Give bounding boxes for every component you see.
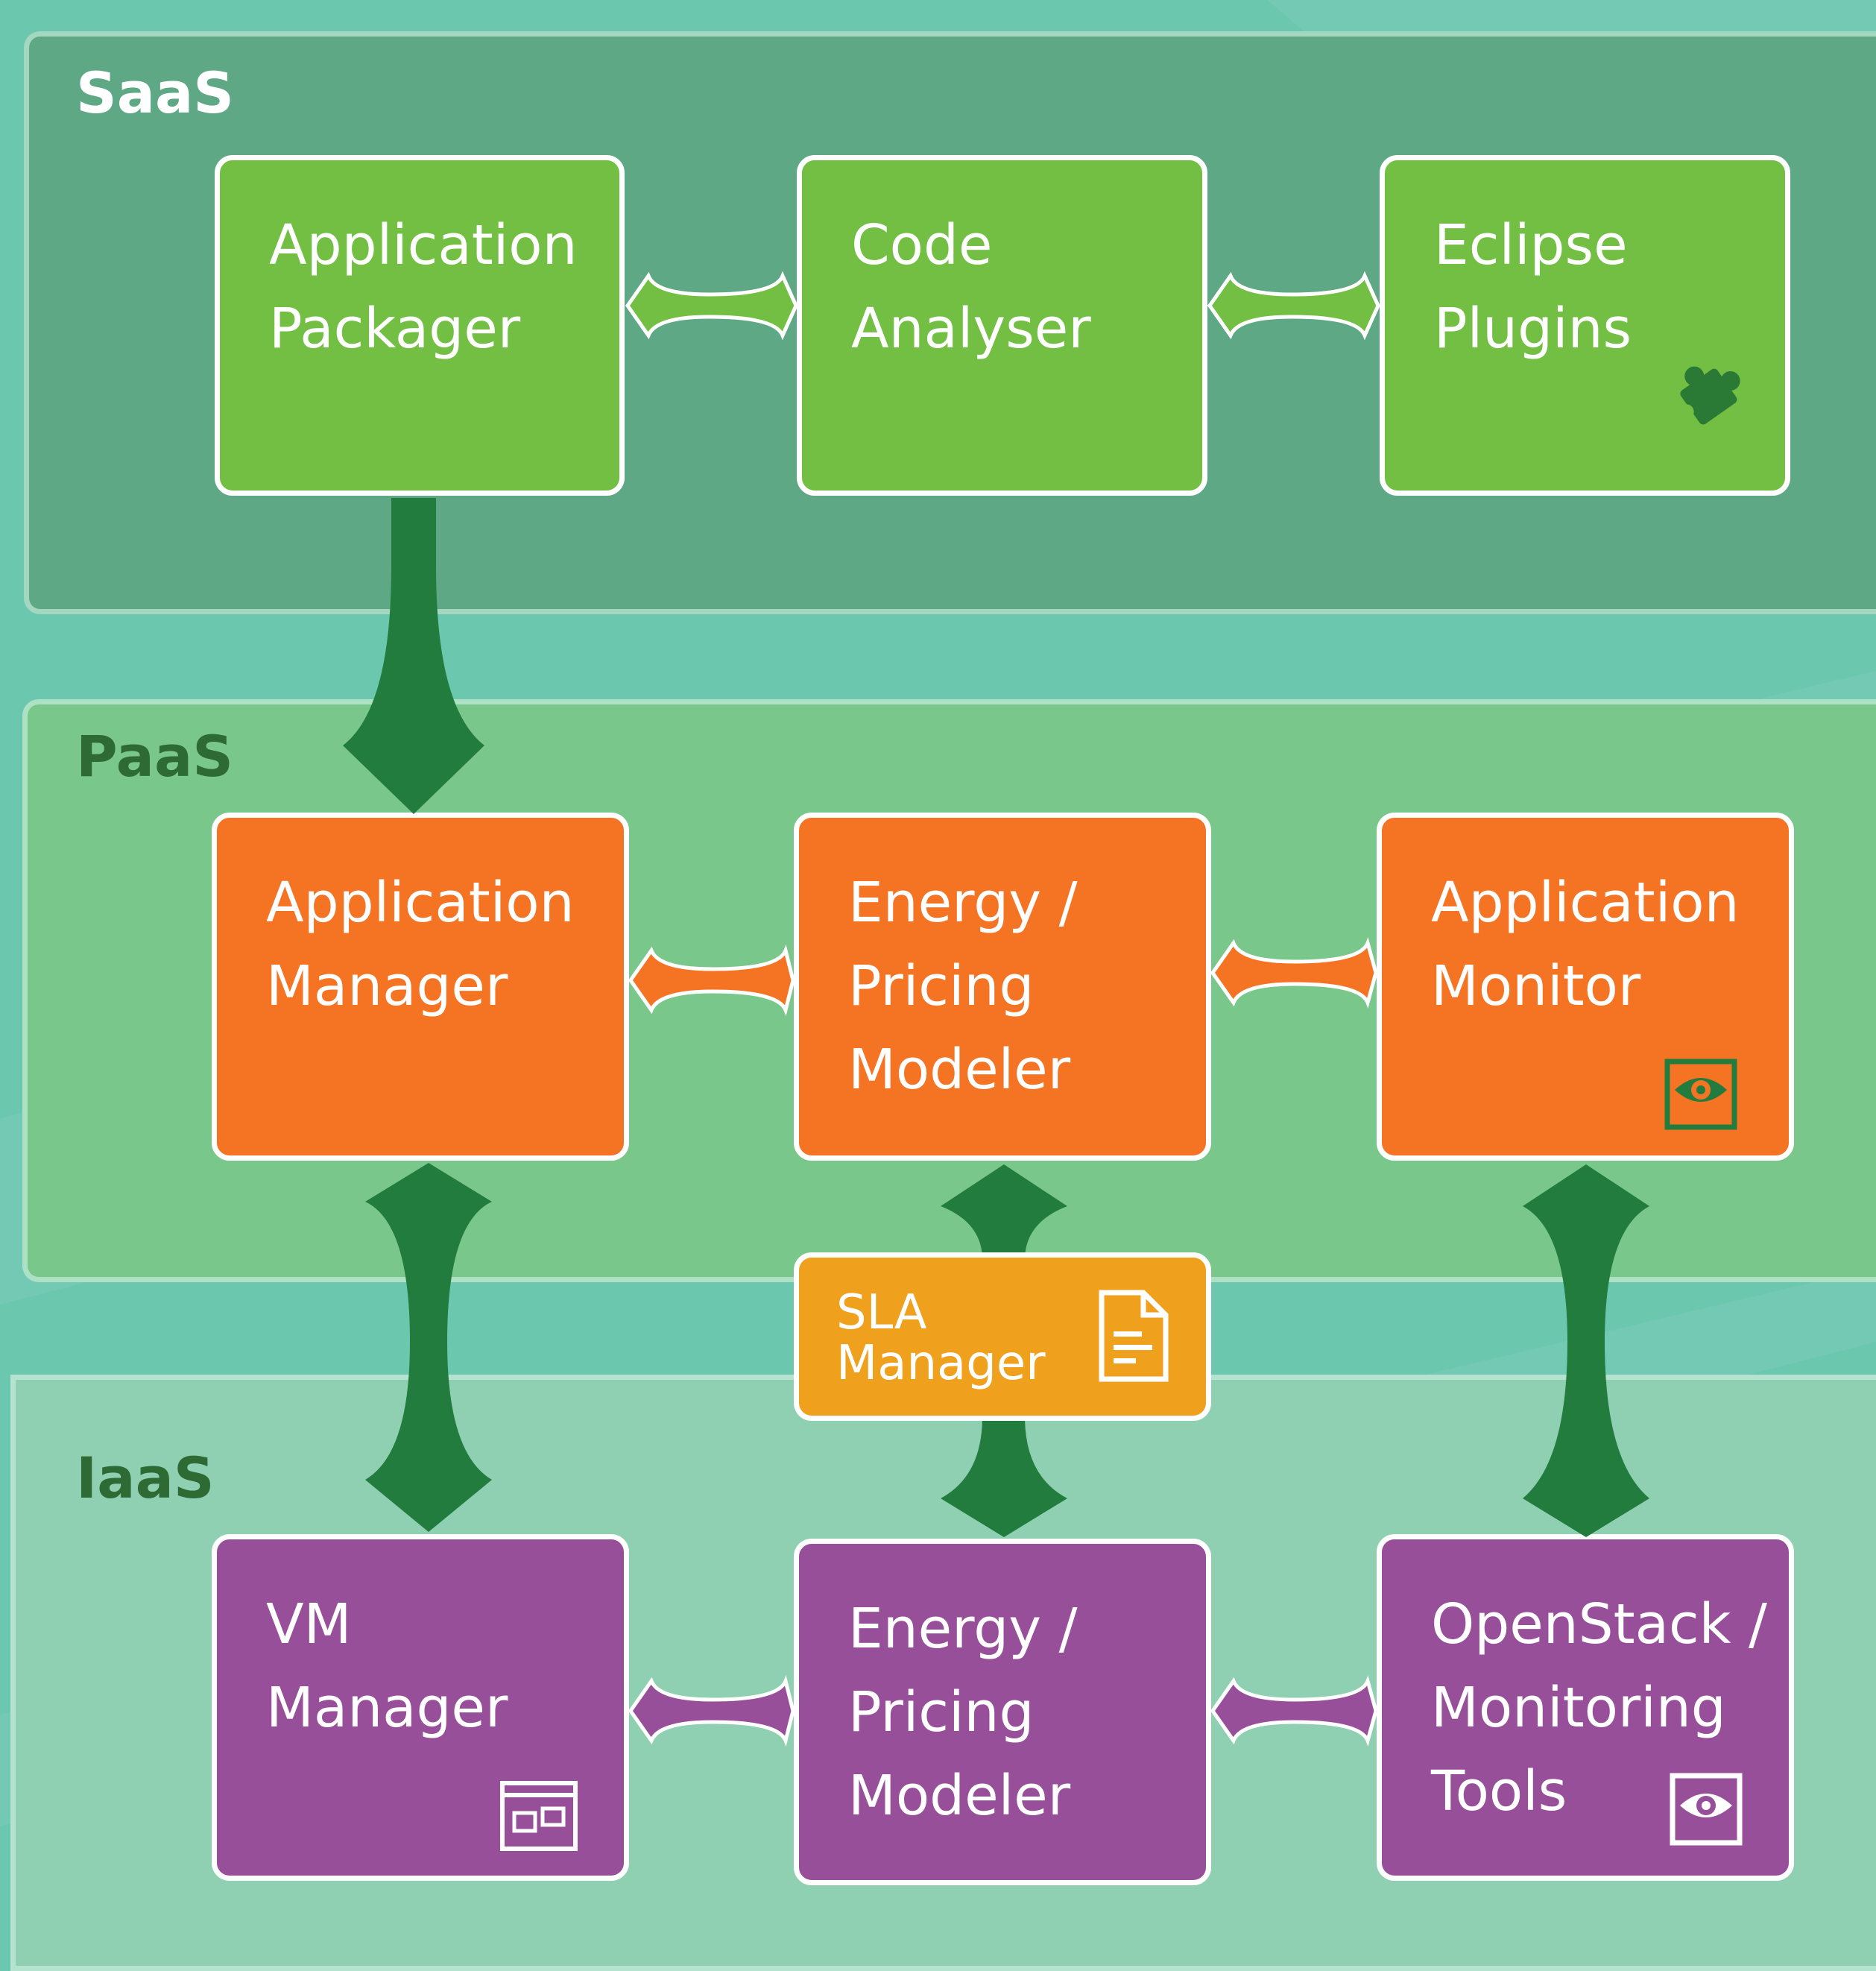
box-label-line: Plugins bbox=[1434, 297, 1632, 361]
box-label-line: Monitoring bbox=[1431, 1676, 1726, 1740]
application-packager-box[interactable]: Application Packager bbox=[215, 155, 625, 496]
box-label-line: Application bbox=[266, 871, 575, 935]
paas-energy-pricing-modeler-box[interactable]: Energy / Pricing Modeler bbox=[794, 813, 1211, 1161]
box-label-line: Manager bbox=[836, 1336, 1046, 1391]
box-label-line: Tools bbox=[1431, 1759, 1567, 1823]
document-icon bbox=[1099, 1290, 1169, 1382]
box-label-line: SLA bbox=[836, 1285, 927, 1340]
box-label-line: Energy / bbox=[848, 871, 1078, 935]
iaas-label: IaaS bbox=[76, 1445, 215, 1511]
box-label-line: Application bbox=[269, 213, 578, 277]
paas-label: PaaS bbox=[76, 723, 233, 789]
box-label-line: Manager bbox=[266, 1676, 508, 1740]
box-label-line: Pricing bbox=[848, 1680, 1035, 1744]
box-label-line: Energy / bbox=[848, 1597, 1078, 1661]
box-label-line: Application bbox=[1431, 871, 1740, 935]
window-icon bbox=[500, 1781, 578, 1851]
box-label-line: VM bbox=[266, 1592, 352, 1656]
box-label-line: Analyser bbox=[851, 297, 1091, 361]
puzzle-piece-icon bbox=[1678, 366, 1740, 425]
saas-label: SaaS bbox=[76, 60, 235, 126]
application-manager-box[interactable]: Application Manager bbox=[212, 813, 629, 1161]
box-label-line: Monitor bbox=[1431, 954, 1641, 1018]
iaas-energy-pricing-modeler-box[interactable]: Energy / Pricing Modeler bbox=[794, 1539, 1211, 1885]
eclipse-plugins-box[interactable]: Eclipse Plugins bbox=[1380, 155, 1790, 496]
sla-manager-box[interactable]: SLA Manager bbox=[794, 1252, 1211, 1421]
box-label-line: Pricing bbox=[848, 954, 1035, 1018]
box-label-line: Manager bbox=[266, 954, 508, 1018]
box-label-line: Modeler bbox=[848, 1038, 1071, 1102]
application-monitor-box[interactable]: Application Monitor bbox=[1377, 813, 1794, 1161]
eye-monitor-icon bbox=[1670, 1773, 1743, 1846]
box-label-line: Packager bbox=[269, 297, 521, 361]
box-label-line: Eclipse bbox=[1434, 213, 1628, 277]
box-label-line: Modeler bbox=[848, 1764, 1071, 1828]
box-label-line: OpenStack / bbox=[1431, 1592, 1767, 1656]
eye-monitor-icon bbox=[1664, 1059, 1737, 1130]
box-label-line: Code bbox=[851, 213, 993, 277]
code-analyser-box[interactable]: Code Analyser bbox=[797, 155, 1207, 496]
openstack-monitoring-tools-box[interactable]: OpenStack / Monitoring Tools bbox=[1377, 1534, 1794, 1881]
